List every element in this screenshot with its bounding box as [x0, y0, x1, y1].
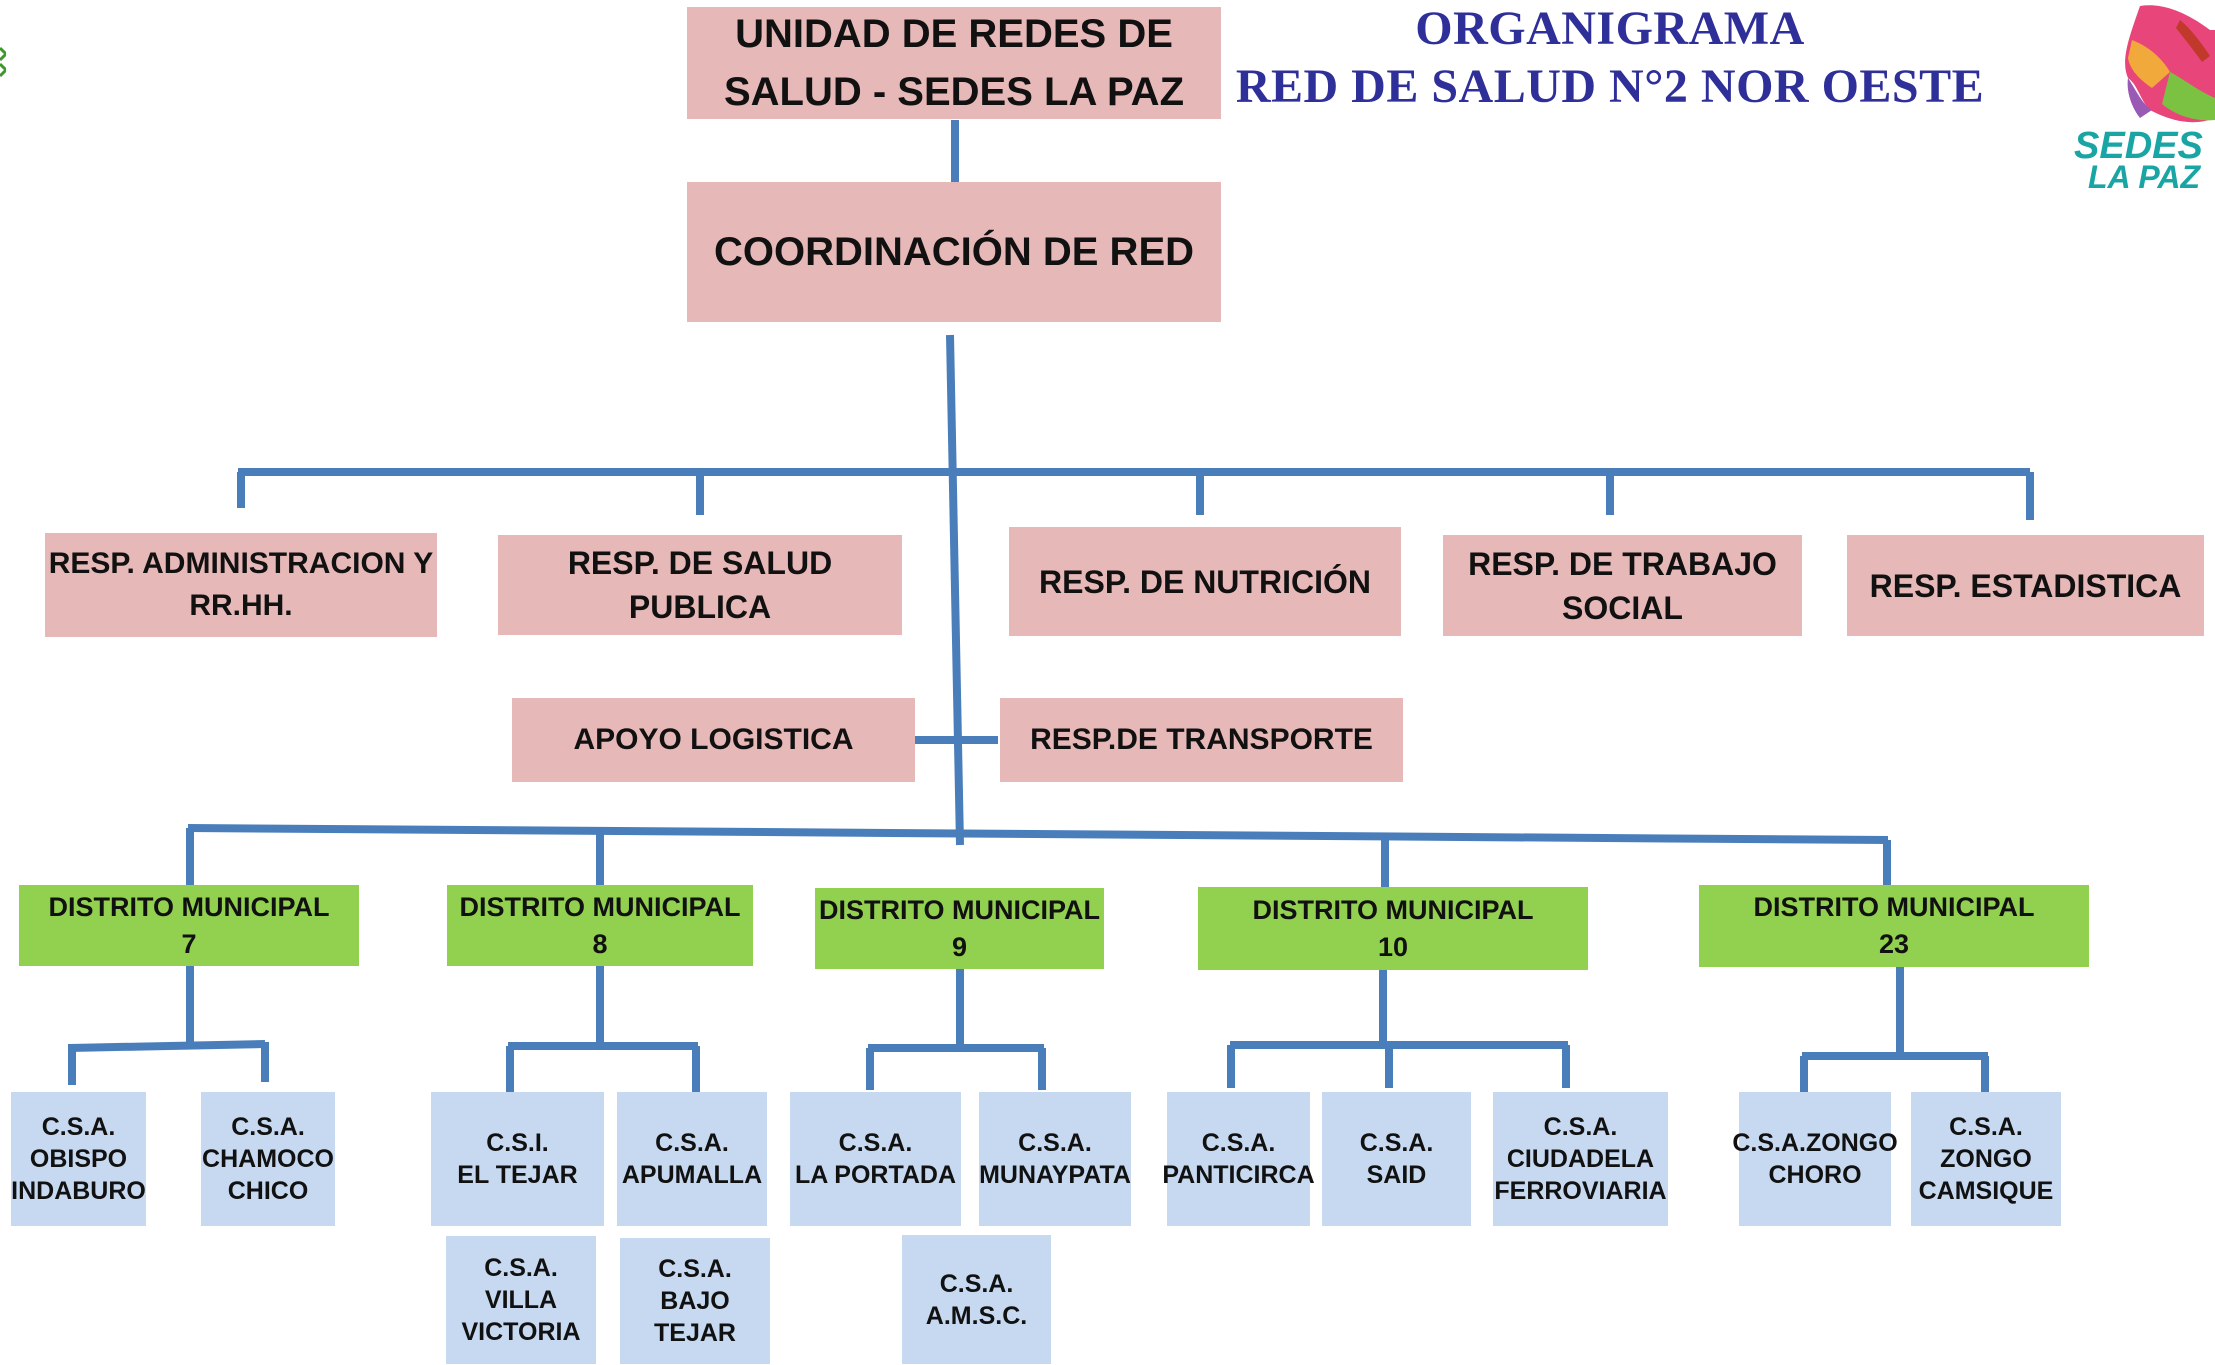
- sedes-logo: SEDES LA PAZ: [2070, 0, 2215, 200]
- center-bajo-tejar: C.S.A. BAJO TEJAR: [620, 1238, 770, 1364]
- center-villa-victoria: C.S.A. VILLA VICTORIA: [446, 1236, 596, 1364]
- edge-leaf-mark: [0, 44, 9, 82]
- district-10-box: DISTRITO MUNICIPAL 10: [1198, 887, 1588, 970]
- resp-transporte-box: RESP.DE TRANSPORTE: [1000, 698, 1403, 782]
- center-ciudadela-ferroviaria: C.S.A. CIUDADELA FERROVIARIA: [1493, 1092, 1668, 1226]
- district-8-box: DISTRITO MUNICIPAL 8: [447, 885, 753, 966]
- coordination-box: COORDINACIÓN DE RED: [687, 182, 1221, 322]
- resp-estadistica-box: RESP. ESTADISTICA: [1847, 535, 2204, 636]
- center-panticirca: C.S.A. PANTICIRCA: [1162, 1092, 1315, 1226]
- connector-main-trunk: [946, 334, 964, 846]
- center-obispo-indaburo: C.S.A. OBISPO INDABURO: [11, 1092, 146, 1226]
- logo-text-lapaz: LA PAZ: [2088, 159, 2201, 195]
- resp-nutricion-box: RESP. DE NUTRICIÓN: [1009, 527, 1401, 636]
- resp-trabajo-social-box: RESP. DE TRABAJO SOCIAL: [1443, 535, 1802, 636]
- logo-text-sedes: SEDES: [2074, 125, 2203, 167]
- center-said: C.S.A. SAID: [1322, 1092, 1471, 1226]
- center-apumalla: C.S.A. APUMALLA: [617, 1092, 767, 1226]
- center-la-portada: C.S.A. LA PORTADA: [790, 1092, 961, 1226]
- top-unit-box: UNIDAD DE REDES DE SALUD - SEDES LA PAZ: [687, 7, 1221, 119]
- center-amsc: C.S.A. A.M.S.C.: [902, 1235, 1051, 1364]
- center-zongo-choro: C.S.A.ZONGO CHORO: [1732, 1092, 1898, 1226]
- connector-district-bus: [187, 824, 1889, 844]
- district-23-box: DISTRITO MUNICIPAL 23: [1699, 885, 2089, 967]
- district-7-box: DISTRITO MUNICIPAL 7: [19, 885, 359, 966]
- resp-salud-publica-box: RESP. DE SALUD PUBLICA: [498, 535, 902, 635]
- center-munaypata: C.S.A. MUNAYPATA: [979, 1092, 1131, 1226]
- apoyo-logistica-box: APOYO LOGISTICA: [512, 698, 915, 782]
- center-zongo-camsique: C.S.A. ZONGO CAMSIQUE: [1911, 1092, 2061, 1226]
- district-9-box: DISTRITO MUNICIPAL 9: [815, 888, 1104, 969]
- resp-administracion-box: RESP. ADMINISTRACION Y RR.HH.: [45, 533, 437, 637]
- center-chamoco-chico: C.S.A. CHAMOCO CHICO: [201, 1092, 335, 1226]
- center-el-tejar: C.S.I. EL TEJAR: [431, 1092, 604, 1226]
- chart-title: ORGANIGRAMA RED DE SALUD N°2 NOR OESTE: [1235, 2, 1985, 113]
